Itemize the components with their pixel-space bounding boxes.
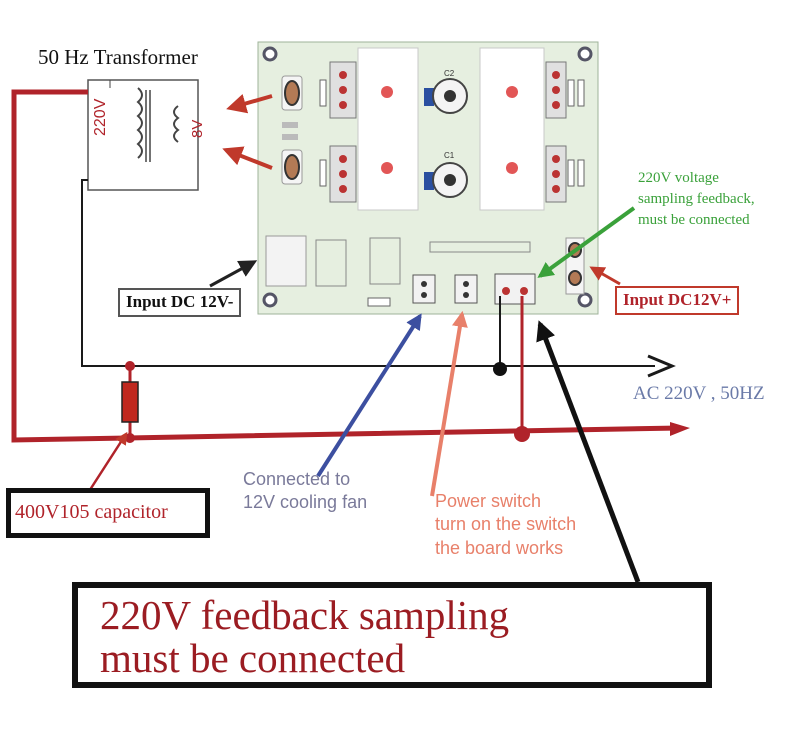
feedback-warning-box: 220V feedback sampling must be connected <box>72 582 712 688</box>
capacitor-icon <box>121 361 139 443</box>
board-mark-c1: C1 <box>444 151 455 160</box>
capacitor-label: 400V105 capacitor <box>6 488 210 538</box>
terminal-blocks <box>329 61 567 203</box>
secondary-voltage-label: 8V <box>189 119 206 138</box>
voltage-sampling-label: 220V voltage sampling feedback, must be … <box>638 168 755 231</box>
cooling-fan-line1: Connected to <box>243 469 351 489</box>
capacitor-c2-icon: C2 <box>424 69 468 114</box>
cooling-fan-line2: 12V cooling fan <box>243 492 368 513</box>
power-switch-line2: turn on the switch <box>435 514 577 535</box>
transformer-input-pads <box>281 75 303 185</box>
feedback-warning-line2: must be connected <box>100 635 406 682</box>
input-dc-minus-label: Input DC 12V- <box>118 288 242 317</box>
power-switch-line3: the board works <box>435 537 564 558</box>
primary-voltage-label: 220V <box>92 98 109 136</box>
input-dc-plus-label: Input DC12V+ <box>615 286 740 315</box>
voltage-sampling-line1: 220V voltage <box>638 170 719 186</box>
ac-output-label: AC 220V , 50HZ <box>633 383 765 404</box>
board-mark-c2: C2 <box>444 69 455 78</box>
feedback-warning-line1: 220V feedback sampling <box>100 592 510 638</box>
heatsink-right <box>479 47 545 211</box>
power-switch-line1: Power switch <box>435 491 542 511</box>
capacitor-c1-icon: C1 <box>424 151 468 198</box>
voltage-sampling-line3: must be connected <box>638 212 750 228</box>
transformer-title: 50 Hz Transformer <box>38 45 198 69</box>
transformer-symbol-icon <box>87 79 199 191</box>
pcb-board: C2 C1 <box>257 41 599 315</box>
black-neutral-wire <box>81 179 655 367</box>
power-switch-label: Power switch turn on the switch the boar… <box>435 490 576 560</box>
mounting-hole-icon <box>262 46 593 308</box>
resistors <box>319 79 585 187</box>
cooling-fan-label: Connected to 12V cooling fan <box>243 468 367 515</box>
voltage-sampling-line2: sampling feedback, <box>638 191 755 207</box>
heatsink-left <box>357 47 419 211</box>
